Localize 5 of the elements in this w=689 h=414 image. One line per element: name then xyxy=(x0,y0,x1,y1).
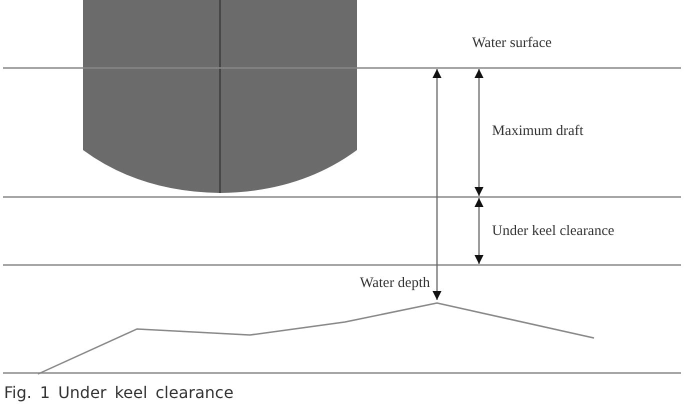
dimension-label: Under keel clearance xyxy=(492,224,614,238)
dimension-label: Water depth xyxy=(360,276,430,290)
figure-caption: Fig. 1 Under keel clearance xyxy=(4,384,234,402)
dimension-label: Water surface xyxy=(472,36,552,50)
dimension-label: Maximum draft xyxy=(492,124,584,138)
